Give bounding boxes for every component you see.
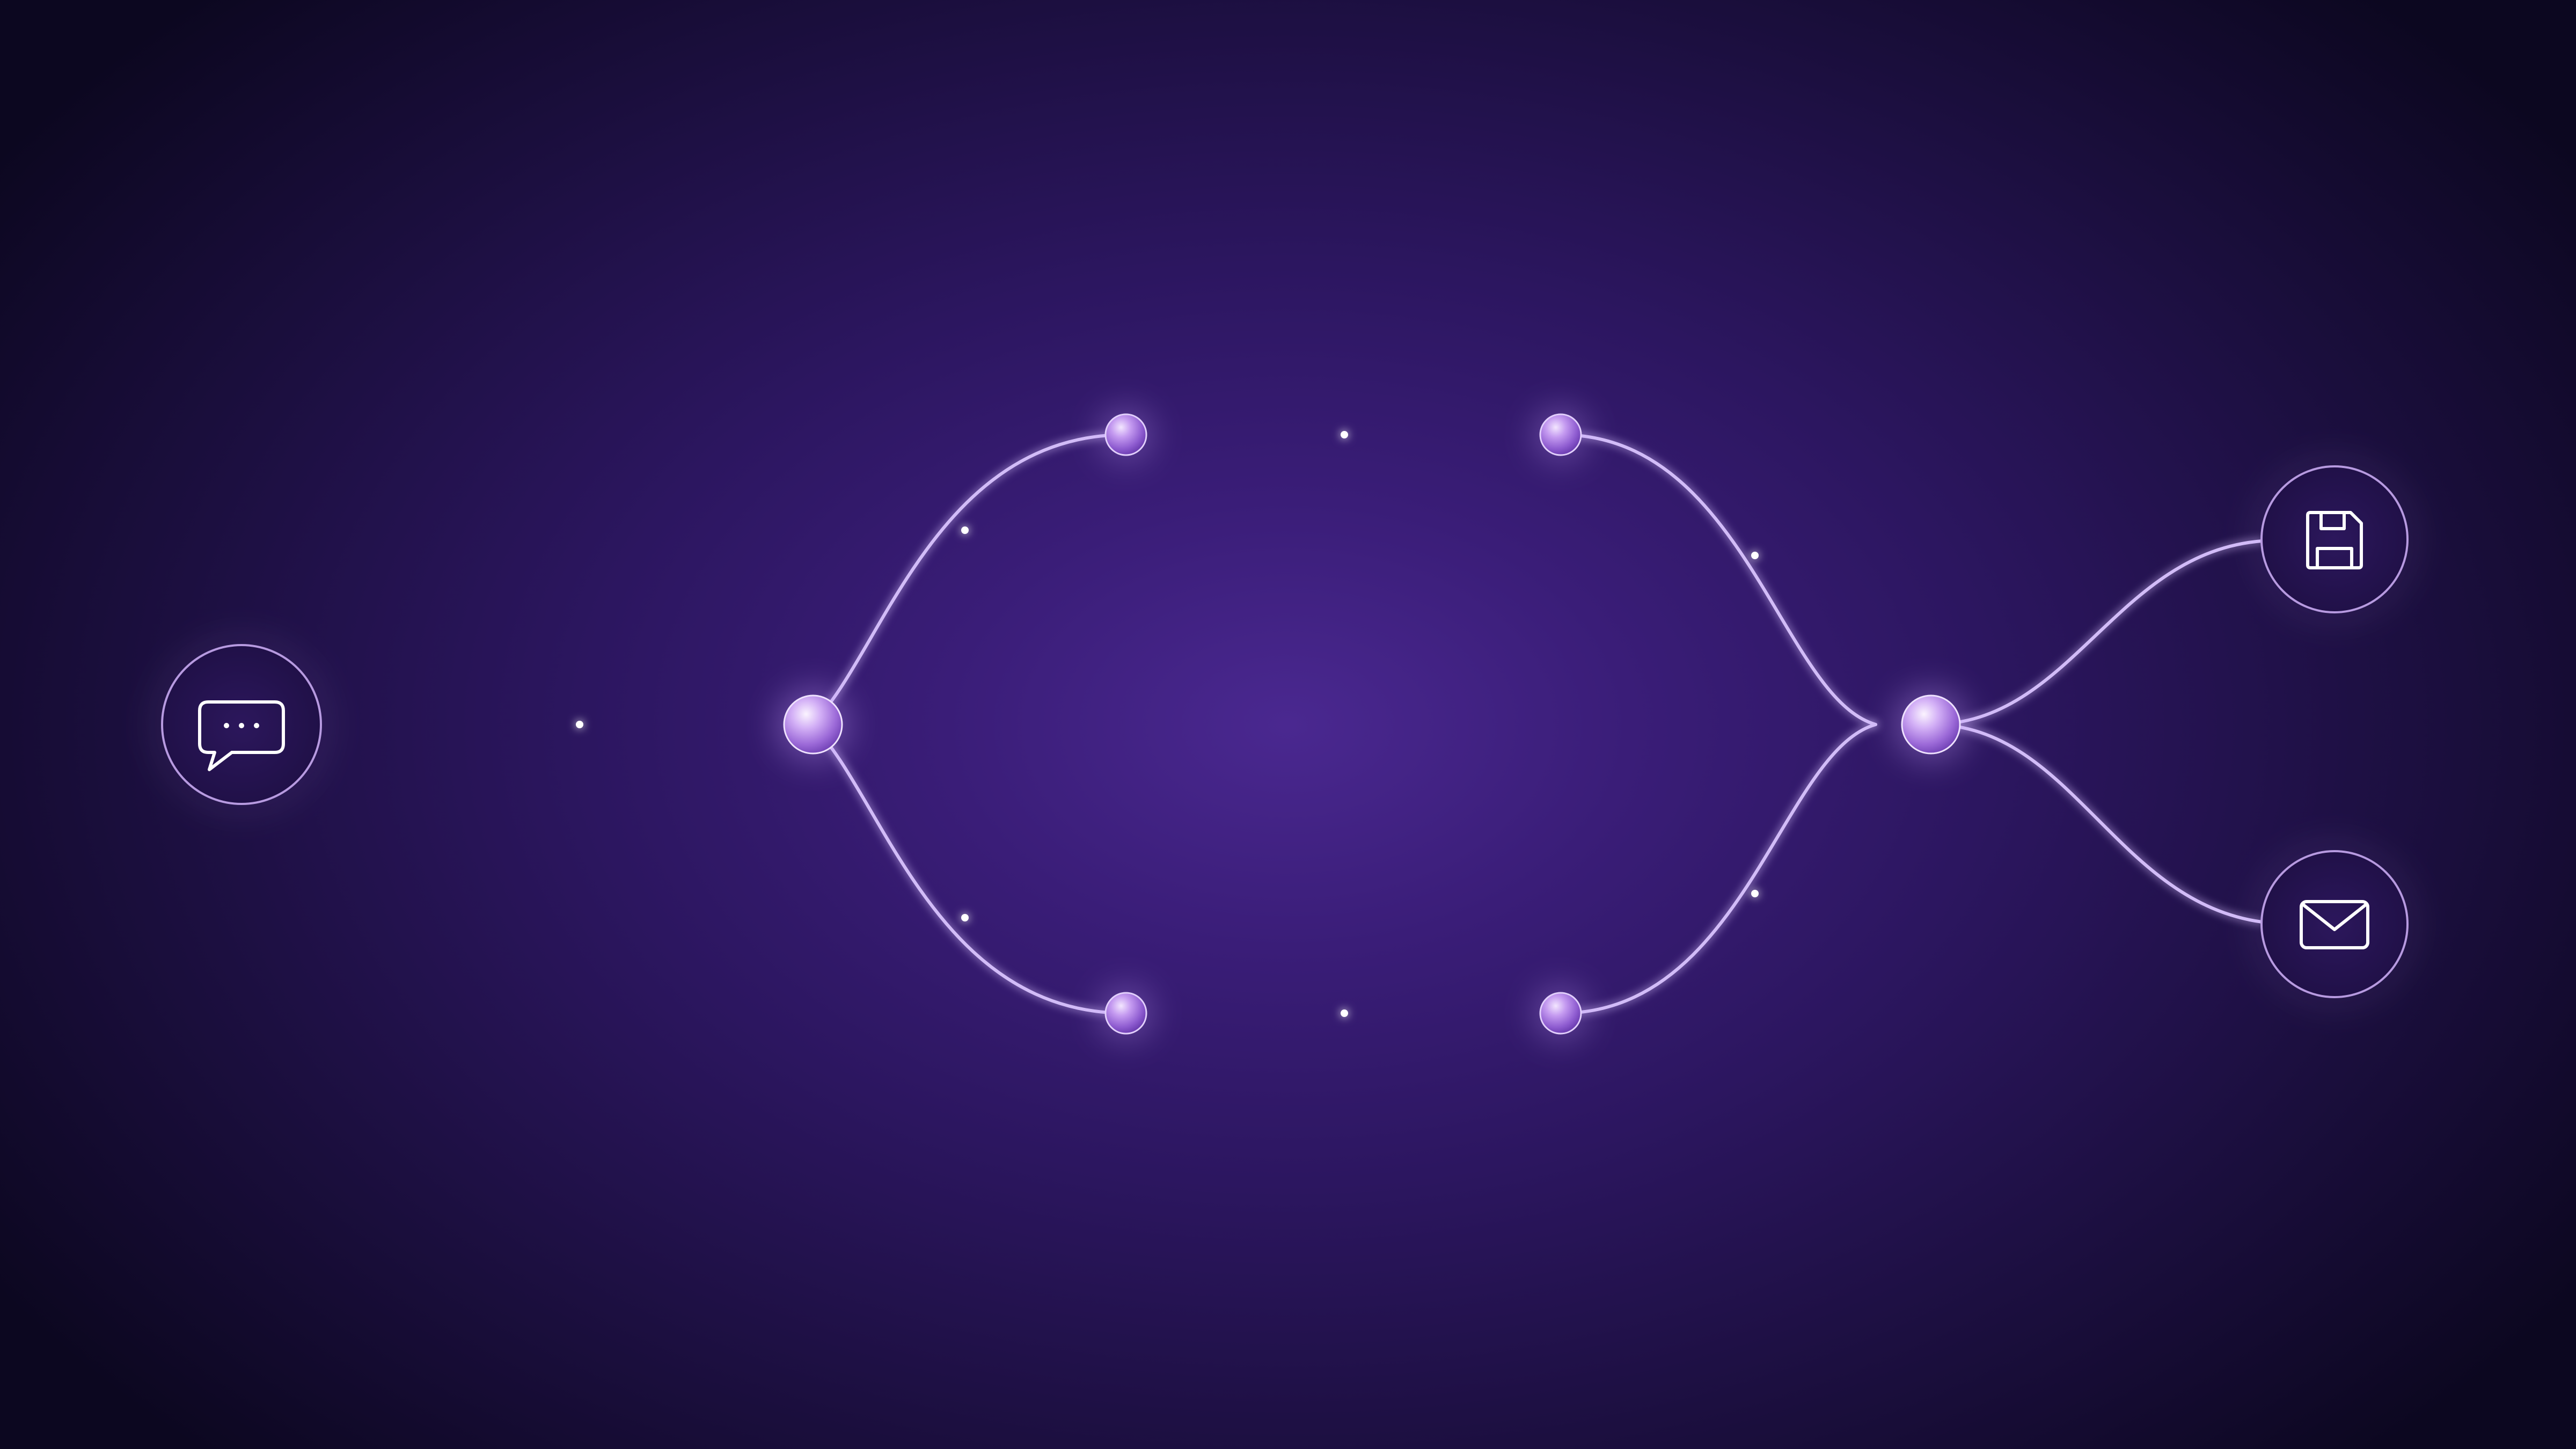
floppy-disk-icon [2306, 511, 2363, 569]
node-lower-a[interactable] [1104, 992, 1147, 1035]
flow-dot [1751, 552, 1759, 559]
flow-dot [1751, 890, 1759, 897]
flow-dots [576, 431, 1759, 1017]
mail-output-node[interactable] [2258, 847, 2411, 1001]
mail-node-circle[interactable] [2260, 850, 2409, 998]
edge-merge-to-mail [1929, 723, 2264, 924]
input-node[interactable] [158, 641, 325, 808]
flow-dot [961, 914, 969, 921]
save-output-node[interactable] [162, 0, 2411, 616]
edge-upper-b-to-merge [1559, 433, 1877, 726]
node-split[interactable] [783, 694, 843, 755]
node-upper-b[interactable] [1539, 413, 1582, 456]
nodes [775, 407, 1968, 1041]
edge-split-to-upper-a [810, 433, 1128, 726]
envelope-icon [2300, 900, 2369, 949]
flow-dot [576, 721, 583, 728]
edge-lower-b-to-merge [1559, 723, 1877, 1015]
node-lower-b[interactable] [1539, 992, 1582, 1035]
edge-split-to-lower-a [810, 723, 1128, 1015]
save-node-circle[interactable] [2260, 465, 2409, 613]
flow-dot [1341, 1009, 1348, 1017]
flow-dot [961, 526, 969, 534]
ellipsis-dots [224, 723, 259, 728]
chat-bubble-icon [198, 700, 285, 771]
node-upper-a[interactable] [1104, 413, 1147, 456]
node-merge[interactable] [1901, 694, 1961, 755]
edges [400, 432, 2264, 1016]
flow-dot [1341, 431, 1348, 438]
edge-merge-to-save [1929, 539, 2264, 726]
